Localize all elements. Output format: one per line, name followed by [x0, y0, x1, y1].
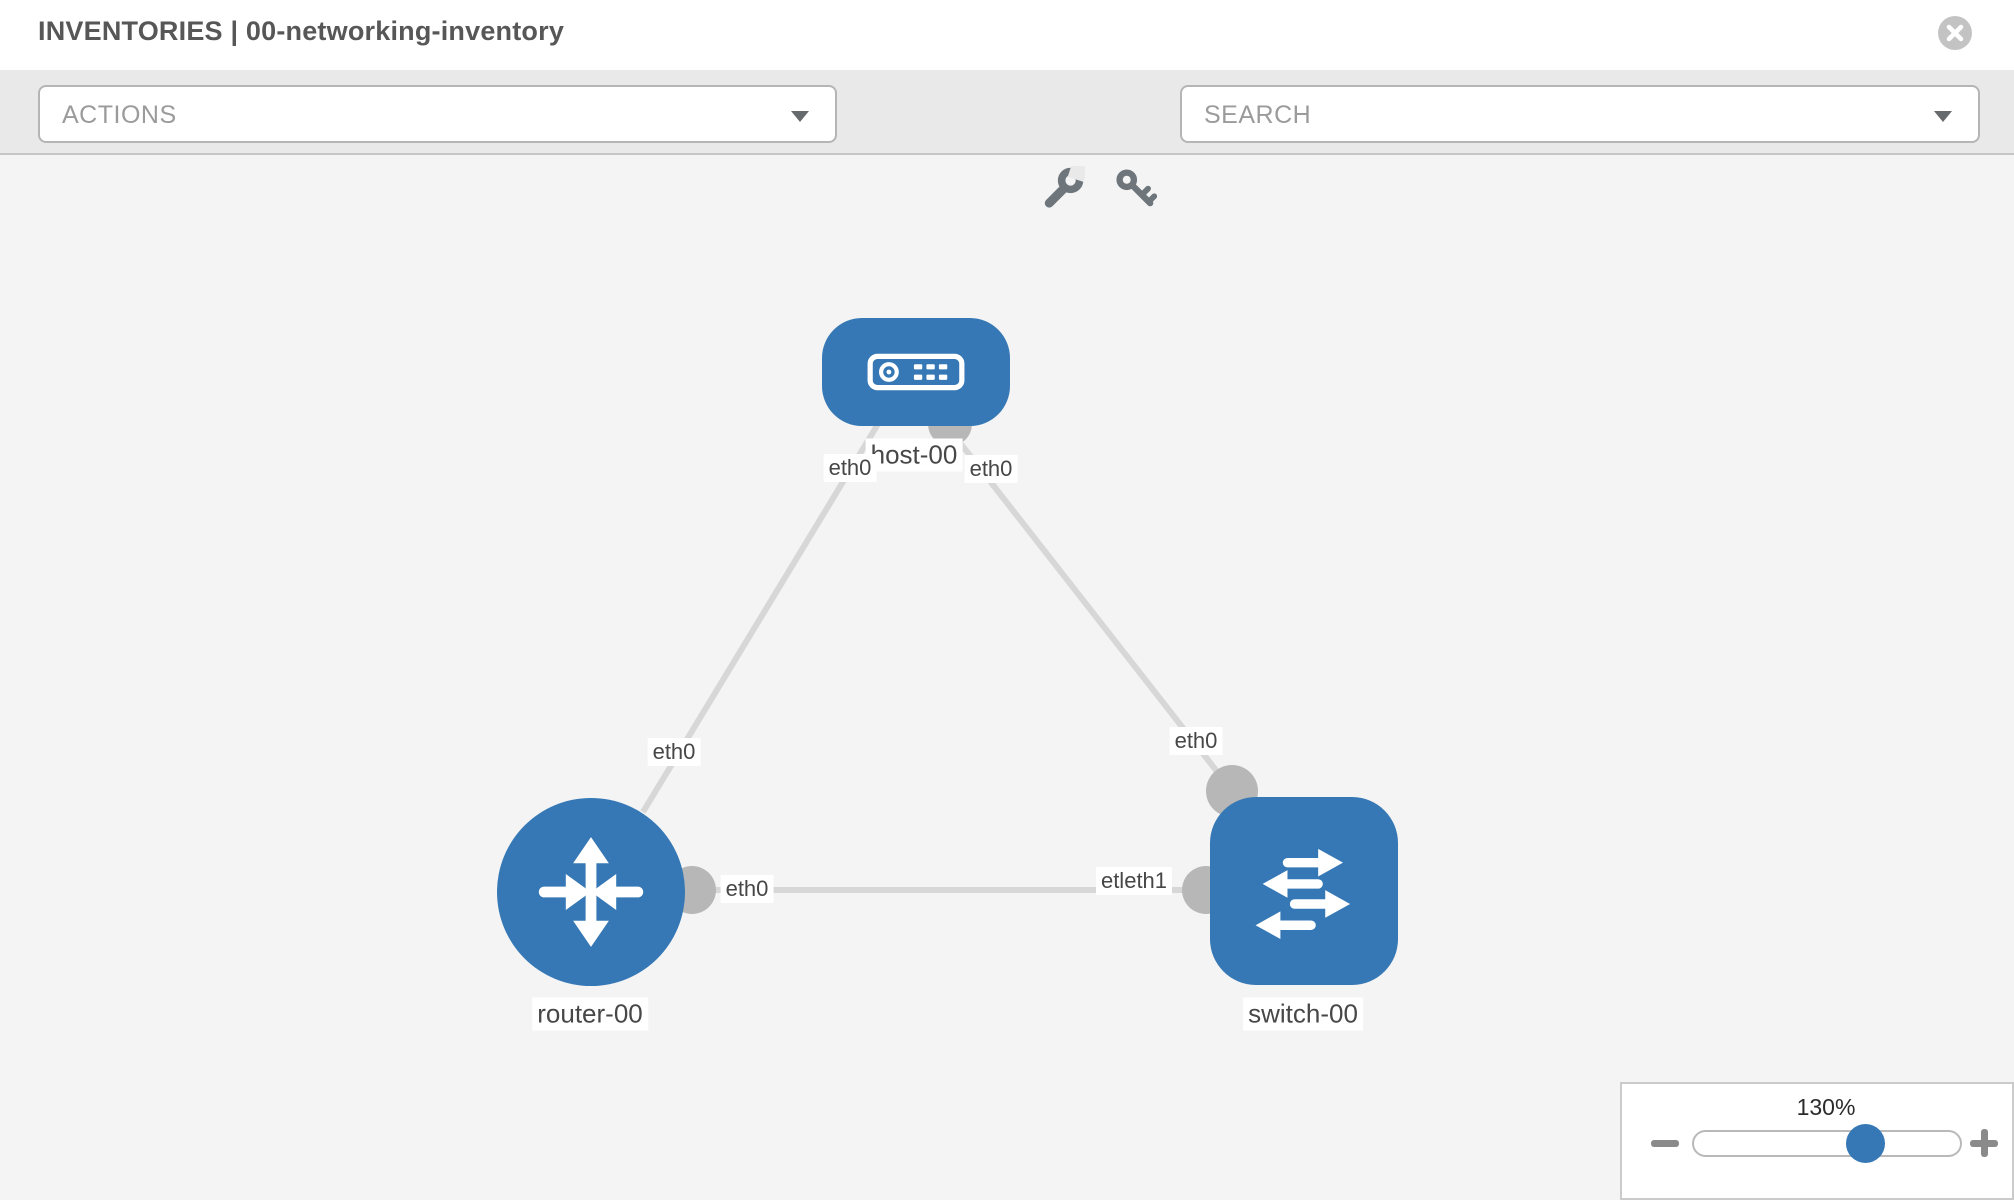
toolbar: ACTIONS SEARCH	[0, 70, 2014, 208]
zoom-out-icon[interactable]	[1651, 1140, 1679, 1147]
iface-label-switch-eth1: eth1	[1124, 868, 1168, 893]
zoom-level-value: 130%	[1796, 1094, 1856, 1120]
iface-label-router-eth0-top: eth0	[647, 738, 701, 766]
close-panel-button[interactable]	[1938, 16, 1972, 50]
iface-label-host-eth0-left: eth0	[823, 454, 877, 482]
node-label-host-00: host-00	[865, 438, 963, 472]
iface-label-switch-eth0-top: eth0	[1169, 727, 1223, 755]
switch-icon	[1255, 848, 1351, 940]
iface-label-switch-eth1-overlapped: etleth1	[1095, 867, 1173, 895]
node-label-router-00: router-00	[532, 997, 648, 1031]
actions-dropdown[interactable]: ACTIONS	[38, 85, 837, 143]
host-device-icon	[867, 353, 965, 391]
iface-label-host-eth0-right: eth0	[964, 455, 1018, 483]
node-host-00[interactable]	[822, 318, 1010, 426]
zoom-in-icon[interactable]	[1970, 1129, 1998, 1157]
node-label-switch-00: switch-00	[1243, 997, 1363, 1031]
iface-label-router-eth0-right: eth0	[720, 875, 774, 903]
zoom-control-panel: 130%	[1620, 1082, 2014, 1200]
router-icon	[538, 837, 644, 947]
chevron-down-icon	[1934, 111, 1952, 122]
node-switch-00[interactable]	[1210, 797, 1398, 985]
actions-dropdown-label: ACTIONS	[62, 101, 177, 129]
search-dropdown-label: SEARCH	[1204, 101, 1312, 129]
node-router-00[interactable]	[497, 798, 685, 986]
chevron-down-icon	[791, 111, 809, 122]
iface-label-clipped-fragment: etl	[1100, 868, 1125, 893]
panel-header: INVENTORIES | 00-networking-inventory	[0, 0, 2014, 70]
configure-tools-button[interactable]	[1041, 162, 1089, 210]
zoom-slider-track[interactable]	[1692, 1130, 1962, 1157]
zoom-slider-thumb[interactable]	[1846, 1124, 1885, 1163]
close-icon	[1946, 24, 1964, 42]
search-dropdown[interactable]: SEARCH	[1180, 85, 1980, 143]
credentials-button[interactable]	[1113, 166, 1158, 210]
key-icon	[1116, 169, 1158, 207]
page-title: INVENTORIES | 00-networking-inventory	[38, 16, 565, 46]
wrench-icon	[1044, 162, 1089, 208]
